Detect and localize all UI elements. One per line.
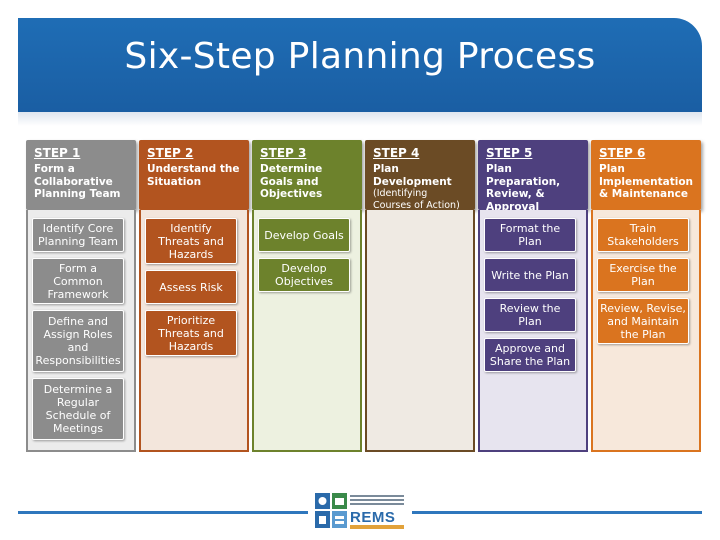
- task-box: Form a Common Framework: [32, 258, 124, 304]
- step-title: Plan Implementation & Maintenance: [599, 163, 694, 200]
- task-box: Review, Revise, and Maintain the Plan: [597, 298, 689, 344]
- task-box: Prioritize Threats and Hazards: [145, 310, 237, 356]
- step-6-body: Train Stakeholders Exercise the Plan Rev…: [591, 210, 701, 452]
- step-title: Determine Goals and Objectives: [260, 163, 323, 200]
- task-box: Develop Objectives: [258, 258, 350, 292]
- planning-process-diagram: STEP 1 Form a Collaborative Planning Tea…: [26, 140, 702, 454]
- title-shadow: [18, 112, 702, 126]
- step-6-column: STEP 6 Plan Implementation & Maintenance…: [591, 140, 701, 452]
- slide-title: Six-Step Planning Process: [124, 36, 596, 77]
- task-box: Approve and Share the Plan: [484, 338, 576, 372]
- step-label: STEP 6: [599, 146, 646, 160]
- rems-emblem-icon: [315, 493, 347, 528]
- step-title: Plan Preparation, Review, & Approval: [486, 163, 561, 213]
- task-box: Identify Threats and Hazards: [145, 218, 237, 264]
- task-box: Train Stakeholders: [597, 218, 689, 252]
- task-box: Define and Assign Roles and Responsibili…: [32, 310, 124, 372]
- step-5-column: STEP 5 Plan Preparation, Review, & Appro…: [478, 140, 588, 452]
- step-5-header: STEP 5 Plan Preparation, Review, & Appro…: [478, 140, 588, 213]
- task-box: Develop Goals: [258, 218, 350, 252]
- step-title: Form a Collaborative Planning Team: [34, 163, 121, 200]
- footer-line-left: [18, 511, 308, 514]
- step-title: Understand the Situation: [147, 163, 240, 188]
- step-label: STEP 1: [34, 146, 81, 160]
- task-box: Determine a Regular Schedule of Meetings: [32, 378, 124, 440]
- task-box: Review the Plan: [484, 298, 576, 332]
- logo-accent-bar: [350, 525, 404, 529]
- step-2-header: STEP 2 Understand the Situation: [139, 140, 249, 210]
- step-4-header: STEP 4 Plan Development (Identifying Cou…: [365, 140, 475, 211]
- step-3-header: STEP 3 Determine Goals and Objectives: [252, 140, 362, 210]
- step-4-body: [365, 210, 475, 452]
- logo-fine-print: [350, 495, 404, 507]
- rems-logo: REMS: [314, 492, 406, 530]
- step-subtitle: (Identifying Courses of Action): [373, 188, 460, 211]
- step-1-body: Identify Core Planning Team Form a Commo…: [26, 210, 136, 452]
- footer-line-right: [412, 511, 702, 514]
- task-box: Exercise the Plan: [597, 258, 689, 292]
- logo-text: REMS: [350, 509, 396, 526]
- step-label: STEP 5: [486, 146, 533, 160]
- step-1-column: STEP 1 Form a Collaborative Planning Tea…: [26, 140, 136, 452]
- task-box: Identify Core Planning Team: [32, 218, 124, 252]
- task-box: Assess Risk: [145, 270, 237, 304]
- title-banner: Six-Step Planning Process: [18, 18, 702, 112]
- step-label: STEP 4: [373, 146, 420, 160]
- step-label: STEP 2: [147, 146, 194, 160]
- step-title: Plan Development: [373, 163, 452, 188]
- step-3-column: STEP 3 Determine Goals and Objectives De…: [252, 140, 362, 452]
- task-box: Format the Plan: [484, 218, 576, 252]
- step-3-body: Develop Goals Develop Objectives: [252, 210, 362, 452]
- step-2-body: Identify Threats and Hazards Assess Risk…: [139, 210, 249, 452]
- task-box: Write the Plan: [484, 258, 576, 292]
- step-5-body: Format the Plan Write the Plan Review th…: [478, 210, 588, 452]
- step-1-header: STEP 1 Form a Collaborative Planning Tea…: [26, 140, 136, 210]
- step-4-column: STEP 4 Plan Development (Identifying Cou…: [365, 140, 475, 452]
- step-label: STEP 3: [260, 146, 307, 160]
- step-6-header: STEP 6 Plan Implementation & Maintenance: [591, 140, 701, 210]
- step-2-column: STEP 2 Understand the Situation Identify…: [139, 140, 249, 452]
